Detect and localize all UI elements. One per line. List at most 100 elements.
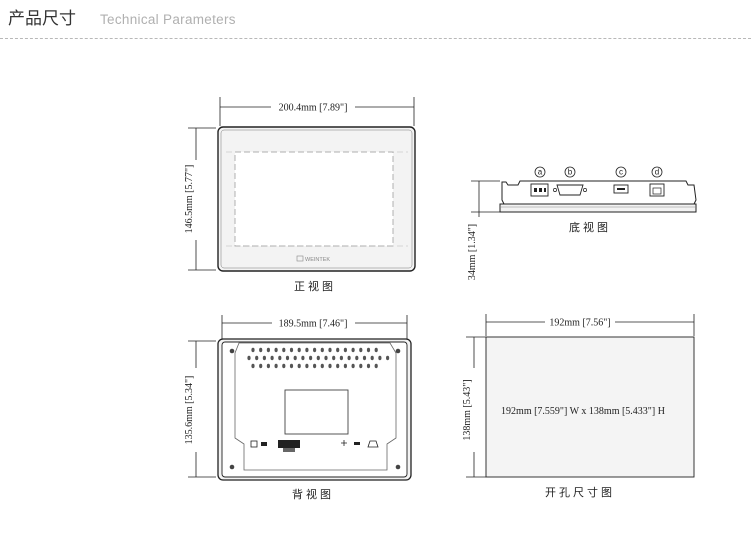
bottom-view: 34mm [1.34"] a b c d 底视图 <box>467 166 697 280</box>
vent-slot <box>293 355 297 361</box>
port-marker-c <box>615 166 627 178</box>
vent-slot <box>313 363 317 369</box>
screw-icon <box>229 348 235 354</box>
vent-slot <box>336 363 340 369</box>
port-label-a: a <box>538 168 543 177</box>
port-marker-d <box>651 166 663 178</box>
vent-slot <box>251 347 255 353</box>
vent-slot <box>355 355 359 361</box>
vent-slot <box>386 355 390 361</box>
vent-slot <box>289 347 294 353</box>
vent-slot <box>278 355 282 361</box>
usb-connector-icon <box>354 442 360 445</box>
vent-slot <box>336 347 340 353</box>
power-connector-icon <box>261 442 267 446</box>
vent-slot <box>320 363 324 369</box>
vent-slot <box>320 347 324 353</box>
vent-slot <box>313 347 317 353</box>
usb-symbol-icon <box>341 440 347 446</box>
port-marker-b <box>564 166 576 178</box>
front-bezel-inner <box>220 129 413 269</box>
bottom-depth-label: 34mm [1.34"] <box>467 224 478 280</box>
port-marker-a <box>534 166 546 178</box>
vent-slot <box>297 363 301 369</box>
com-connector-icon <box>278 440 300 448</box>
vent-slot <box>366 363 371 369</box>
vent-slot <box>285 355 290 361</box>
back-label-plate <box>284 389 349 435</box>
back-view-caption: 背视图 <box>292 487 334 501</box>
ethernet-symbol-icon <box>367 440 379 448</box>
usb-tongue <box>617 188 625 190</box>
front-screen <box>234 151 394 247</box>
ethernet-jack <box>652 187 662 195</box>
cutout-caption: 开孔尺寸图 <box>545 485 615 499</box>
front-view: 200.4mm [7.89"] 146.5mm [5.77"] WEINTEK … <box>184 97 416 293</box>
port-label-c: c <box>619 168 623 177</box>
cutout-view: 192mm [7.56"] 138mm [5.43"] 192mm [7.559… <box>462 314 695 499</box>
back-width-label: 189.5mm [7.46"] <box>279 319 348 330</box>
bottom-view-caption: 底视图 <box>569 220 611 234</box>
vent-slot <box>274 347 278 353</box>
back-view: 189.5mm [7.46"] 135.6mm [5.34"] 背视图 <box>184 315 412 501</box>
screw-icon <box>395 348 401 354</box>
bottom-bezel <box>499 203 697 213</box>
header-divider <box>0 38 751 39</box>
vent-slot <box>339 355 343 361</box>
cutout-width-label: 192mm [7.56"] <box>549 318 610 329</box>
com-connector-body-icon <box>283 448 295 452</box>
section-subtitle: Technical Parameters <box>100 12 236 27</box>
vent-area <box>247 347 390 369</box>
cutout-area <box>485 336 695 478</box>
cutout-height-label: 138mm [5.43"] <box>462 379 473 440</box>
vent-slot <box>359 363 363 369</box>
vent-slot <box>301 355 305 361</box>
front-height-label: 146.5mm [5.77"] <box>184 165 195 234</box>
front-logo-text: WEINTEK <box>305 257 330 263</box>
back-height-label: 135.6mm [5.34"] <box>184 376 195 445</box>
vent-slot <box>305 347 309 353</box>
front-width-label: 200.4mm [7.89"] <box>279 103 348 114</box>
vent-slot <box>370 355 374 361</box>
vent-slot <box>328 347 332 353</box>
vent-slot <box>378 355 382 361</box>
port-label-b: b <box>568 168 573 177</box>
vent-slot <box>251 363 255 369</box>
vent-slot <box>347 355 351 361</box>
vent-slot <box>274 363 278 369</box>
power-pin-1 <box>534 188 537 192</box>
port-label-d: d <box>655 168 659 177</box>
serial-port <box>556 184 584 196</box>
vent-slot <box>328 363 332 369</box>
screw-icon <box>395 464 401 470</box>
vent-slot <box>247 355 251 361</box>
screw-icon <box>229 464 235 470</box>
vent-slot <box>297 347 301 353</box>
serial-screw-right <box>583 188 587 192</box>
vent-slot <box>282 363 286 369</box>
vent-slot <box>266 363 270 369</box>
vent-slot <box>351 363 355 369</box>
vent-slot <box>324 355 328 361</box>
power-pin-3 <box>544 188 546 192</box>
vent-slot <box>362 355 367 361</box>
power-pin-2 <box>539 188 542 192</box>
ethernet-port <box>649 183 665 197</box>
power-symbol-icon <box>250 440 258 448</box>
vent-slot <box>343 363 347 369</box>
vent-slot <box>289 363 294 369</box>
section-title: 产品尺寸 <box>8 9 76 29</box>
serial-screw-left <box>553 188 557 192</box>
logo-icon <box>296 255 304 262</box>
vent-slot <box>351 347 355 353</box>
vent-slot <box>305 363 309 369</box>
vent-slot <box>374 363 378 369</box>
vent-slot <box>343 347 347 353</box>
vent-slot <box>366 347 371 353</box>
vent-slot <box>266 347 270 353</box>
vent-slot <box>374 347 378 353</box>
vent-slot <box>262 355 266 361</box>
vent-slot <box>255 355 259 361</box>
vent-slot <box>259 363 263 369</box>
section-header: 产品尺寸 Technical Parameters <box>8 4 236 30</box>
